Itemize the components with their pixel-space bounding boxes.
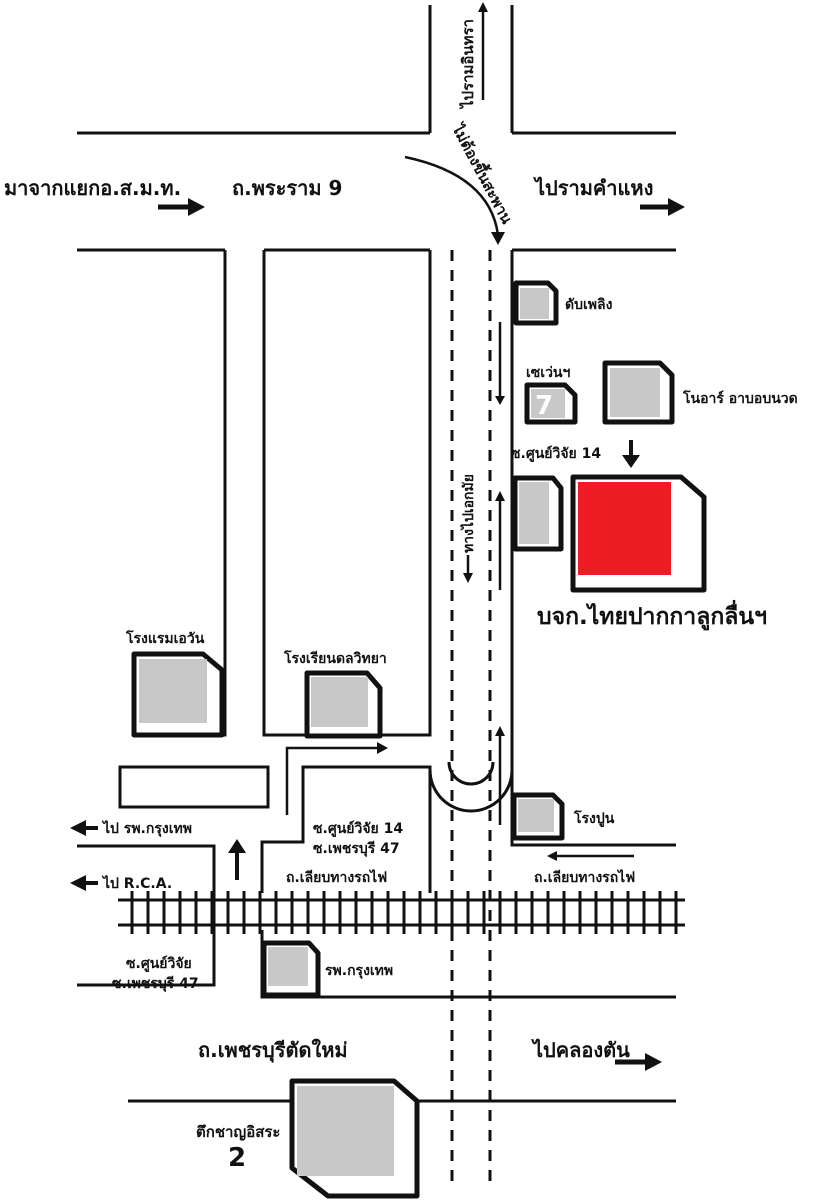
- tower-fill: [297, 1086, 394, 1176]
- label-no-flyover: ไม่ต้องขึ้นสะพาน: [448, 118, 519, 227]
- label-cement: โรงปูน: [573, 809, 615, 827]
- label-soi-bottom-a: ซ.ศูนย์วิจัย: [126, 955, 192, 972]
- school-fill: [311, 677, 368, 727]
- label-company: บจก.ไทยปากกาลูกลื่นฯ: [537, 599, 767, 631]
- label-soi-bottom-b: ซ.เพชรบุรี 47: [112, 976, 199, 992]
- noah-spa-fill: [610, 368, 660, 417]
- arrow-l-shaft: [285, 746, 380, 815]
- arrow-up-lower-head: [495, 726, 505, 736]
- label-seven-digit: 7: [535, 391, 553, 421]
- label-ram-intra: ไปรามอินทรา: [458, 19, 477, 110]
- label-noah-spa: โนอาร์ อาบอบนวด: [682, 389, 798, 407]
- railway-ties: [130, 891, 678, 934]
- label-hotel: โรงแรมเอวัน: [125, 629, 205, 647]
- label-rail-road-left: ถ.เลียบทางรถไฟ: [286, 868, 387, 886]
- label-tower-name: ตึกชาญอิสระ: [196, 1123, 281, 1141]
- direction-arrows: [70, 2, 685, 1071]
- left-lower-road: [77, 844, 216, 987]
- arrow-rca-head: [70, 875, 86, 891]
- arrow-ramkhamhaeng-head: [668, 198, 685, 216]
- arrow-l-head: [377, 742, 388, 754]
- label-from-intersection: มาจากแยกอ.ส.ม.ท.: [4, 176, 181, 200]
- label-to-ekkamai: ทางไปเอกมัย: [459, 474, 477, 553]
- arrow-up-soi-head: [228, 839, 246, 853]
- no-flyover-curve: [404, 155, 500, 236]
- label-hospital: รพ.กรุงเทพ: [325, 963, 393, 979]
- arrow-ekkamai-head: [463, 573, 473, 583]
- left-small-block: [118, 765, 270, 809]
- label-to-bangkok-hosp: ไป รพ.กรุงเทพ: [101, 819, 192, 837]
- label-to-rca: ไป R.C.A.: [101, 874, 172, 892]
- arrow-khlong-tan-head: [645, 1053, 662, 1071]
- label-fire-station: ดับเพลิง: [565, 297, 613, 313]
- hotel-fill: [139, 659, 207, 723]
- soi14-left-fill: [519, 482, 549, 544]
- label-new-phetchaburi: ถ.เพชรบุรีตัดใหม่: [198, 1038, 348, 1063]
- fire-station-fill: [520, 288, 549, 319]
- center-lower-road: [260, 765, 432, 893]
- cement-fill: [518, 799, 554, 832]
- label-tower-number: 2: [228, 1143, 246, 1173]
- arrow-rail-road-head: [547, 851, 557, 861]
- label-khlong-tan: ไปคลองตัน: [531, 1038, 630, 1062]
- no-flyover-arrowhead: [491, 232, 505, 245]
- arrow-up-mid-head: [495, 491, 505, 501]
- arrow-from-intersection-head: [188, 198, 205, 216]
- label-rail-road-right: ถ.เลียบทางรถไฟ: [534, 868, 635, 886]
- arrow-down-soi-head: [495, 396, 505, 405]
- label-ramkhamhaeng: ไปรามคำแหง: [533, 176, 653, 200]
- arrow-hospital-head: [70, 820, 86, 836]
- label-school: โรงเรียนดลวิทยา: [283, 649, 387, 667]
- arrow-to-company-head: [622, 455, 640, 468]
- label-soi-14: ซ.ศูนย์วิจัย 14: [511, 445, 601, 462]
- label-soi-14-47-a: ซ.ศูนย์วิจัย 14: [313, 820, 403, 837]
- arrow-ram-intra-head: [478, 2, 488, 12]
- company-highlight: [578, 482, 671, 575]
- hospital-fill: [268, 947, 308, 986]
- label-soi-14-47-b: ซ.เพชรบุรี 47: [313, 841, 400, 857]
- u-turn-inner: [447, 761, 495, 786]
- railway: [118, 891, 685, 934]
- u-turn-outer: [428, 769, 514, 813]
- label-rama9: ถ.พระราม 9: [232, 176, 342, 200]
- seven-eleven-fill: [531, 389, 565, 418]
- label-seven-eleven: เซเว่นฯ: [526, 365, 571, 381]
